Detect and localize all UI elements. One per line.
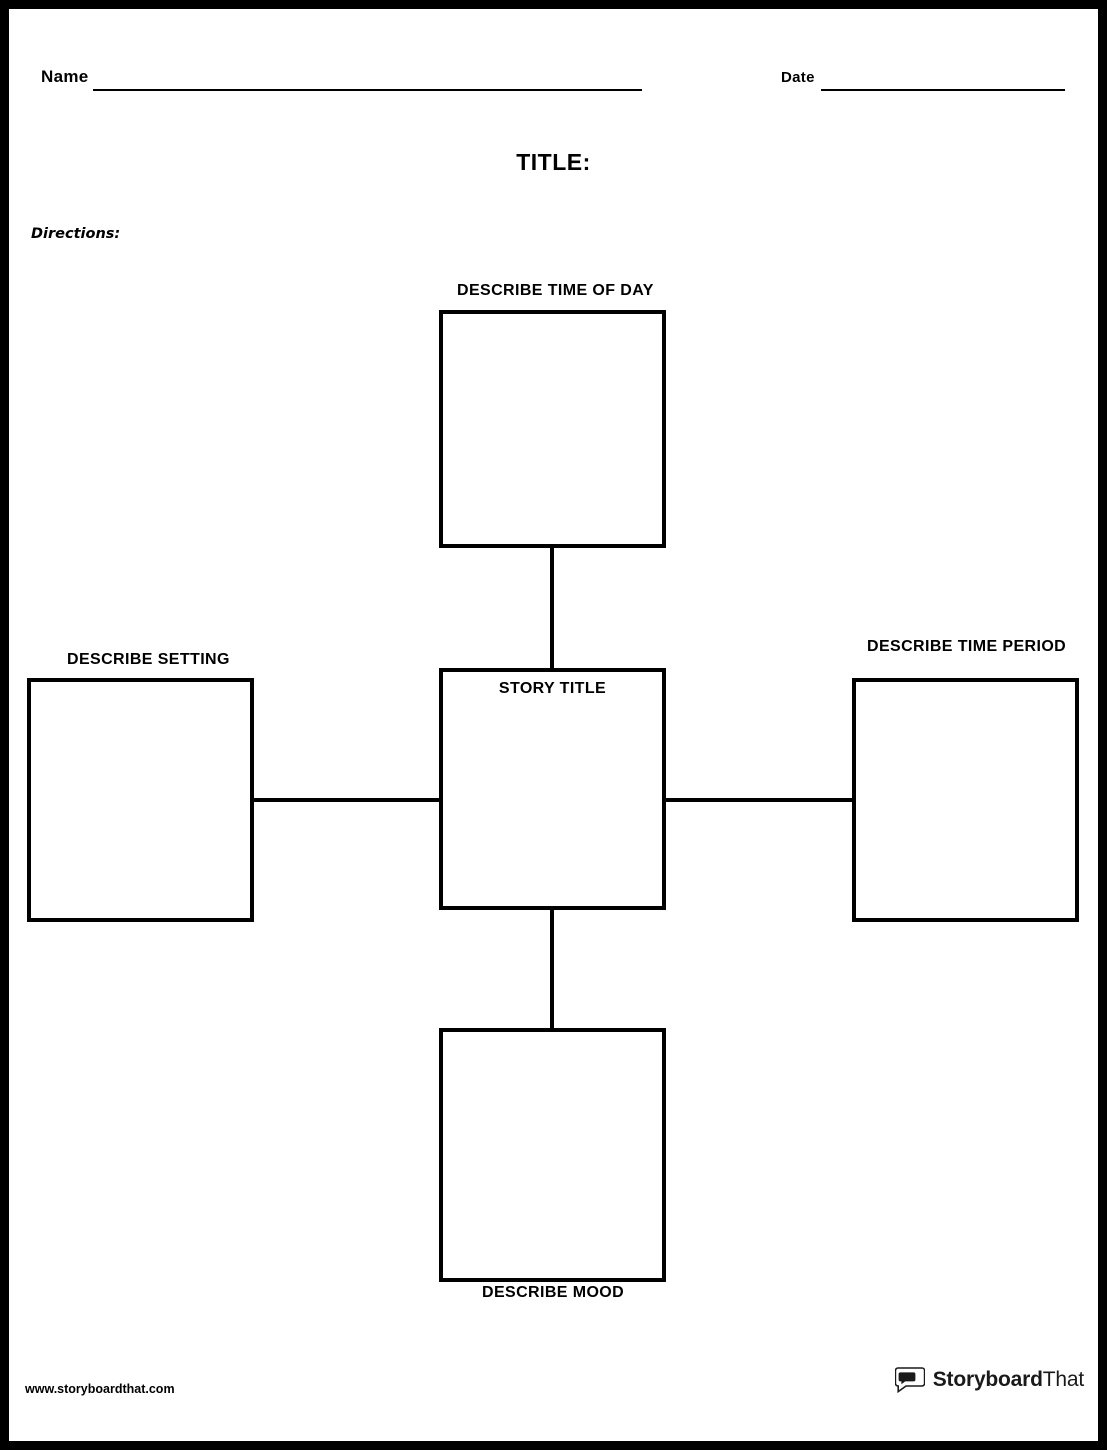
brand-wordmark: StoryboardThat xyxy=(933,1368,1084,1392)
box-describe-time-of-day[interactable] xyxy=(439,310,666,548)
label-describe-mood: DESCRIBE MOOD xyxy=(482,1284,625,1301)
name-write-line[interactable] xyxy=(93,89,642,91)
connector-left xyxy=(252,798,441,802)
name-label: Name xyxy=(41,67,89,86)
connector-bottom xyxy=(550,908,554,1030)
page-content: Name Date TITLE: Directions: DESCRIBE TI… xyxy=(9,9,1098,1441)
connector-top xyxy=(550,546,554,670)
label-describe-setting: DESCRIBE SETTING xyxy=(67,651,230,668)
brand-wordmark-bold: Storyboard xyxy=(932,1368,1043,1391)
box-describe-time-period[interactable] xyxy=(852,678,1079,922)
date-label: Date xyxy=(781,69,815,86)
box-story-title[interactable]: STORY TITLE xyxy=(439,668,666,910)
box-describe-setting[interactable] xyxy=(27,678,254,922)
label-describe-time-of-day: DESCRIBE TIME OF DAY xyxy=(457,282,654,299)
label-describe-time-period: DESCRIBE TIME PERIOD xyxy=(867,638,1067,655)
brand-logo-group: StoryboardThat xyxy=(894,1367,1084,1394)
box-describe-mood[interactable] xyxy=(439,1028,666,1282)
speech-bubble-icon xyxy=(894,1367,926,1394)
directions-label: Directions: xyxy=(31,226,121,242)
footer-website-url[interactable]: www.storyboardthat.com xyxy=(25,1382,175,1396)
label-story-title: STORY TITLE xyxy=(498,680,607,697)
connector-right xyxy=(664,798,854,802)
brand-wordmark-light: That xyxy=(1042,1368,1084,1391)
date-write-line[interactable] xyxy=(821,89,1065,91)
page-title: TITLE: xyxy=(516,149,591,175)
